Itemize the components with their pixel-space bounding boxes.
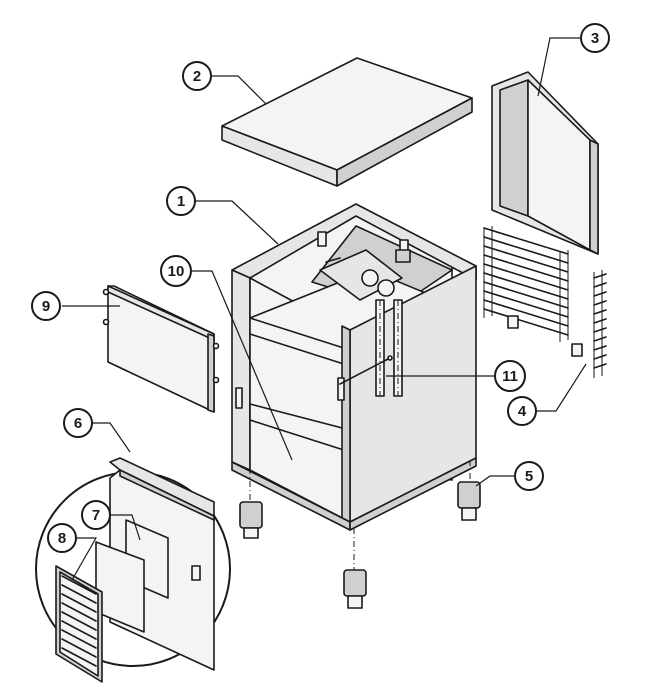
svg-text:1: 1 <box>177 193 185 210</box>
callout-7: 7 <box>81 500 111 530</box>
part-side-panel <box>102 285 220 413</box>
svg-text:2: 2 <box>193 68 201 85</box>
callout-9: 9 <box>31 291 61 321</box>
detail-view-circle <box>35 457 231 683</box>
callout-8: 8 <box>47 523 77 553</box>
svg-text:10: 10 <box>168 263 185 280</box>
svg-text:6: 6 <box>74 415 82 432</box>
svg-text:4: 4 <box>518 403 527 420</box>
callout-1: 1 <box>166 186 196 216</box>
leader-lines <box>62 37 587 581</box>
part-adjustable-feet <box>239 460 481 609</box>
svg-text:11: 11 <box>502 368 518 385</box>
callout-10: 10 <box>160 255 192 287</box>
callout-11: 11 <box>494 360 526 392</box>
svg-text:5: 5 <box>525 468 533 485</box>
callout-2: 2 <box>182 61 212 91</box>
part-cabinet-body <box>231 203 477 531</box>
svg-text:7: 7 <box>92 507 100 524</box>
callout-5: 5 <box>514 461 544 491</box>
callout-4: 4 <box>507 396 537 426</box>
svg-text:8: 8 <box>58 530 66 547</box>
svg-text:9: 9 <box>42 298 50 315</box>
svg-text:3: 3 <box>591 30 599 47</box>
callout-6: 6 <box>63 408 93 438</box>
part-internal-mechanism <box>319 249 403 397</box>
callout-3: 3 <box>580 23 610 53</box>
part-rack-guides <box>483 226 607 378</box>
part-top-slab <box>221 57 473 187</box>
part-back-panel <box>491 71 599 255</box>
